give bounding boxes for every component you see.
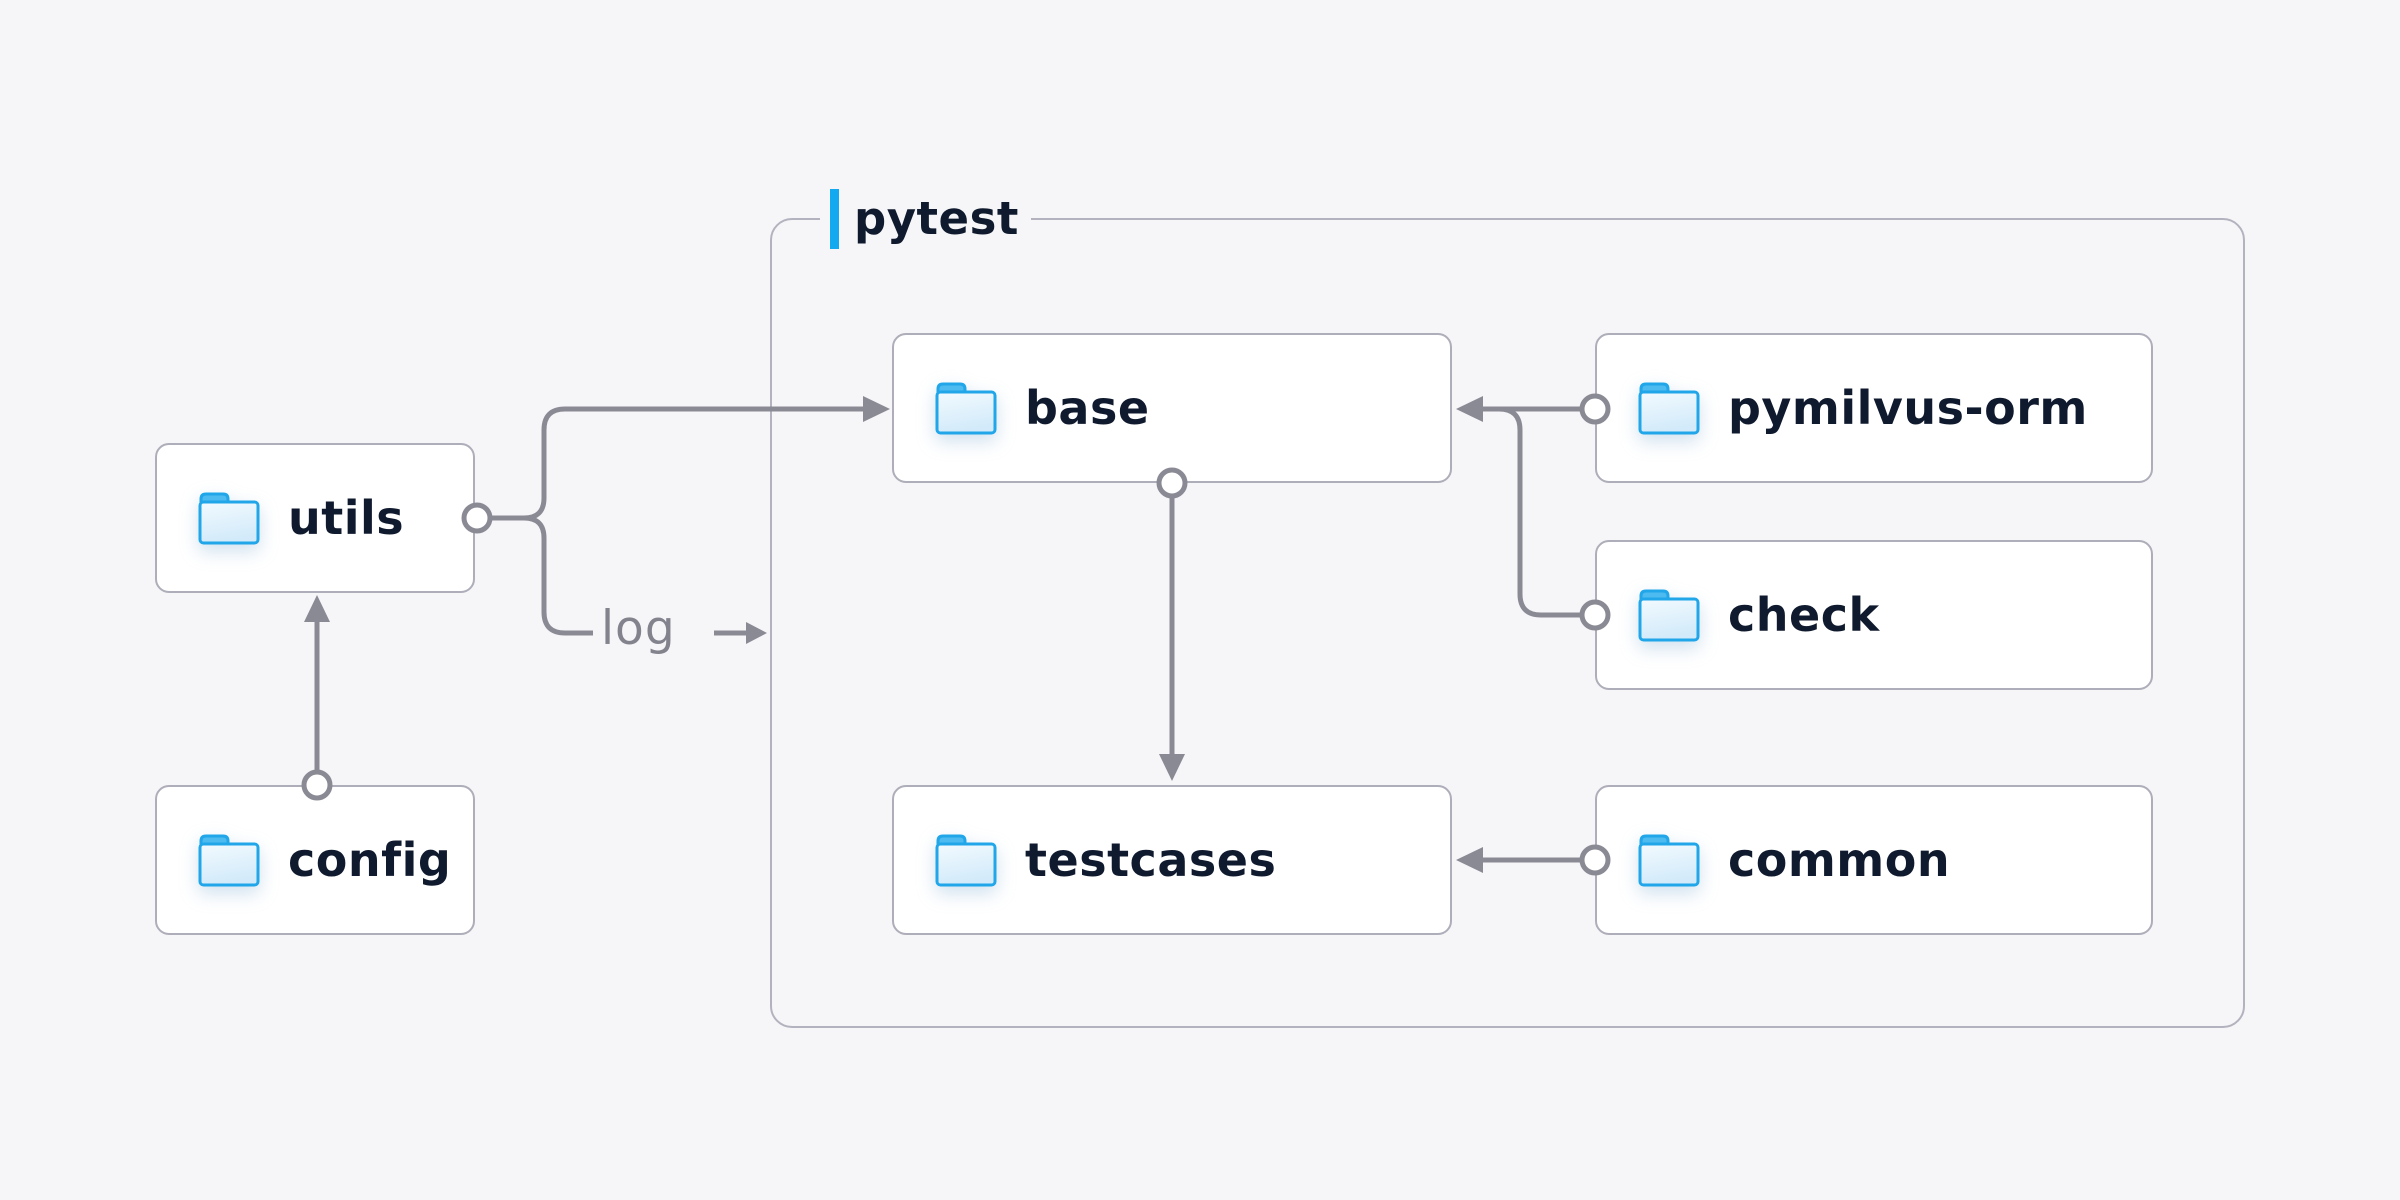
- node-utils: utils: [155, 443, 475, 593]
- pytest-label-text: pytest: [854, 192, 1019, 245]
- node-pymilvus-orm: pymilvus-orm: [1595, 333, 2153, 483]
- node-label: testcases: [1025, 833, 1277, 887]
- node-config: config: [155, 785, 475, 935]
- pytest-label: pytest: [820, 189, 1031, 249]
- node-base: base: [892, 333, 1452, 483]
- folder-icon: [1638, 382, 1700, 434]
- folder-icon: [935, 382, 997, 434]
- node-check: check: [1595, 540, 2153, 690]
- folder-icon: [198, 834, 260, 886]
- node-label: pymilvus-orm: [1728, 381, 2088, 435]
- folder-icon: [1638, 589, 1700, 641]
- folder-icon: [1638, 834, 1700, 886]
- node-common: common: [1595, 785, 2153, 935]
- pytest-container: pytest: [770, 189, 2245, 1028]
- edge-label-log: log: [601, 601, 676, 656]
- node-label: common: [1728, 833, 1951, 887]
- node-label: check: [1728, 588, 1880, 642]
- node-label: config: [288, 833, 452, 887]
- accent-bar-icon: [830, 189, 839, 249]
- folder-icon: [198, 492, 260, 544]
- edge-config-utils: [301, 595, 333, 801]
- folder-icon: [935, 834, 997, 886]
- node-label: base: [1025, 381, 1150, 435]
- node-testcases: testcases: [892, 785, 1452, 935]
- node-label: utils: [288, 491, 405, 545]
